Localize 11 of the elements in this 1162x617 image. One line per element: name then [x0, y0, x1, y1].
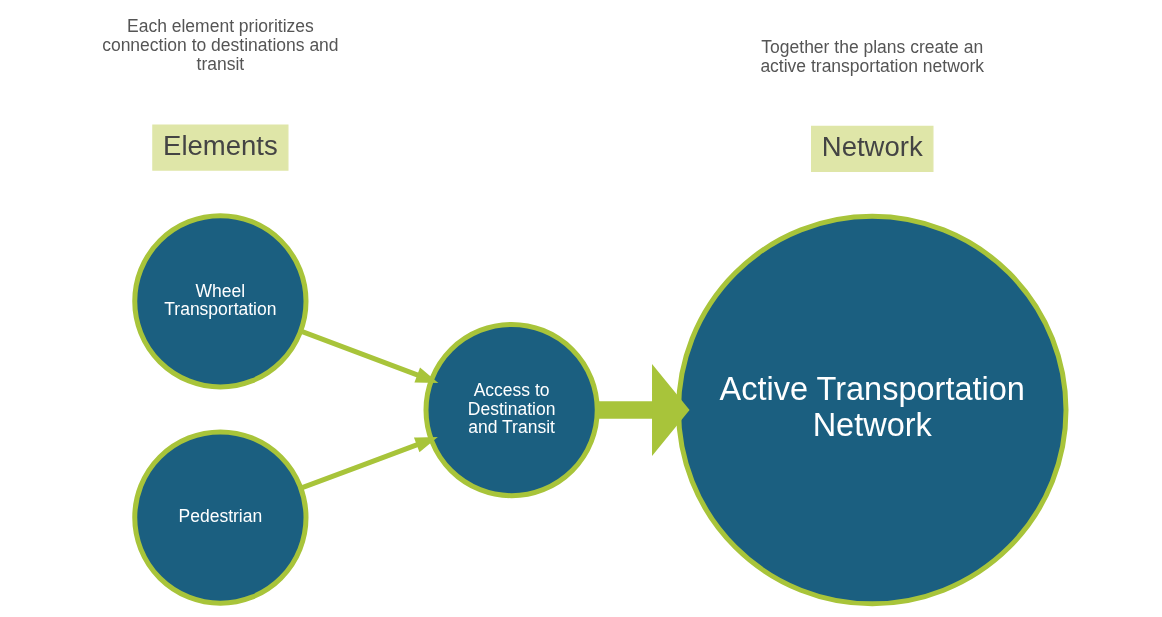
- node-circle: Pedestrian: [132, 429, 309, 606]
- node-circle: Active Transportation Network: [676, 213, 1069, 607]
- label: Each element prioritizes connection to destinations and transit: [102, 16, 339, 74]
- node-circle: Access to Destination and Transit: [423, 321, 600, 499]
- node-circle: Wheel Transportation: [132, 213, 309, 390]
- arrow: [300, 328, 439, 383]
- arrow: [597, 364, 690, 457]
- label: Together the plans create an active transportation network: [760, 36, 985, 76]
- label: Elements: [163, 129, 278, 161]
- arrow: [300, 437, 438, 491]
- label: Network: [821, 130, 923, 162]
